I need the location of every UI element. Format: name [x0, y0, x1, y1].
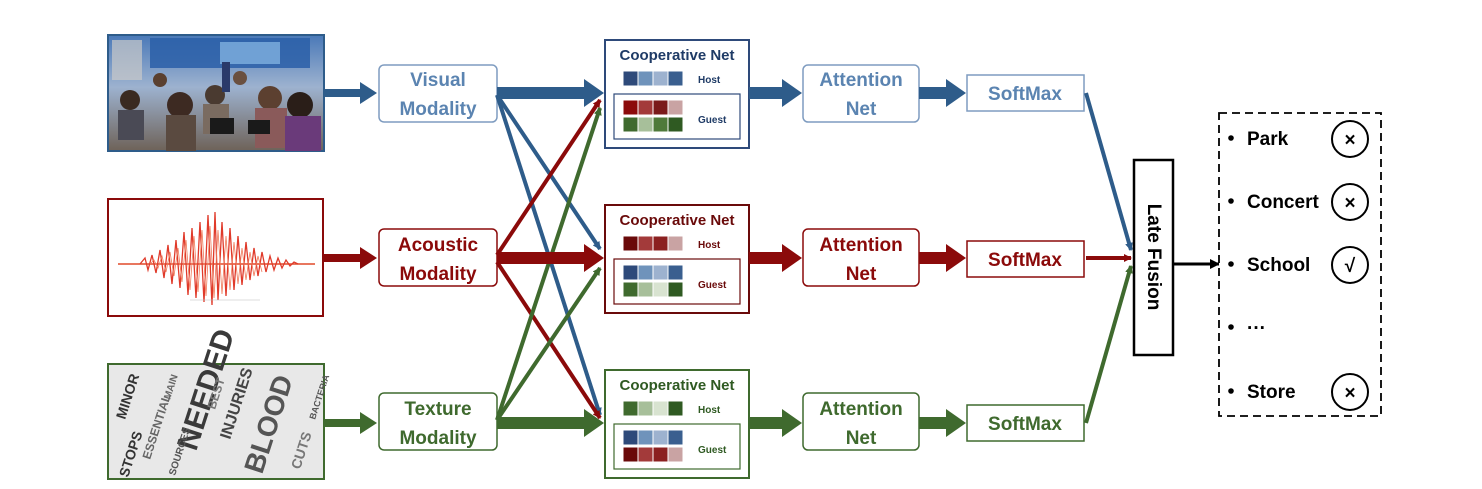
- modality-to-cooperative-arrows: [497, 79, 604, 437]
- guest-feature-strips: [622, 264, 684, 298]
- cross-mark-icon: ×: [1344, 383, 1355, 404]
- guest-label: Guest: [698, 280, 727, 291]
- output-label: Store: [1247, 382, 1296, 403]
- classroom-image: [107, 34, 325, 152]
- list-item: School √: [1228, 246, 1369, 284]
- host-label: Host: [698, 405, 721, 416]
- modality-label-line1: Visual: [410, 70, 466, 91]
- modality-label-line2: Modality: [399, 99, 476, 120]
- cooperative-title: Cooperative Net: [619, 212, 734, 229]
- attention-net-visual: Attention Net: [802, 64, 920, 123]
- guest-feature-strips: [622, 99, 684, 133]
- output-label: Park: [1247, 129, 1289, 150]
- cross-mark-icon: ×: [1344, 130, 1355, 151]
- attention-net-texture: Attention Net: [802, 392, 920, 451]
- cooperative-to-attention-arrows: [749, 79, 802, 437]
- softmax-label: SoftMax: [988, 84, 1062, 105]
- guest-label: Guest: [698, 115, 727, 126]
- attention-label-line2: Net: [846, 264, 877, 285]
- cross-mark-icon: ×: [1344, 193, 1355, 214]
- output-label: School: [1247, 255, 1310, 276]
- attention-net-acoustic: Attention Net: [802, 228, 920, 287]
- cooperative-title: Cooperative Net: [619, 47, 734, 64]
- attention-to-softmax-arrows: [919, 79, 966, 437]
- guest-label: Guest: [698, 445, 727, 456]
- softmax-acoustic: SoftMax: [966, 240, 1085, 278]
- cooperative-net-texture: Cooperative Net Host Guest: [604, 369, 750, 479]
- output-label: Concert: [1247, 192, 1319, 213]
- late-fusion-box: Late Fusion: [1132, 158, 1175, 357]
- attention-label-line1: Attention: [819, 70, 902, 91]
- late-fusion-label: Late Fusion: [1143, 204, 1164, 311]
- attention-label-line2: Net: [846, 99, 877, 120]
- output-label: ···: [1247, 318, 1266, 339]
- host-label: Host: [698, 240, 721, 251]
- cooperative-title: Cooperative Net: [619, 377, 734, 394]
- host-label: Host: [698, 75, 721, 86]
- modality-label-line2: Modality: [399, 428, 476, 449]
- cooperative-net-acoustic: Cooperative Net Host Guest: [604, 204, 750, 314]
- guest-feature-strips: [622, 429, 684, 463]
- list-item: Store ×: [1228, 373, 1369, 411]
- modality-box-acoustic: Acoustic Modality: [378, 228, 498, 287]
- softmax-to-fusion-arrows: [1084, 92, 1133, 424]
- host-feature-strip: [622, 70, 684, 87]
- modality-box-visual: Visual Modality: [378, 64, 498, 123]
- wordcloud-image: NEEDED BLOOD INJURIES STOPS ESSENTIAL MI…: [107, 325, 331, 480]
- list-item: ···: [1228, 318, 1266, 339]
- modality-box-texture: Texture Modality: [378, 392, 498, 451]
- cooperative-net-visual: Cooperative Net Host Guest: [604, 39, 750, 149]
- waveform-image: [107, 198, 324, 317]
- softmax-label: SoftMax: [988, 414, 1062, 435]
- modality-label-line2: Modality: [399, 264, 476, 285]
- image-to-modality-arrows: [324, 82, 377, 434]
- check-mark-icon: √: [1345, 256, 1356, 277]
- list-item: Park ×: [1228, 120, 1369, 158]
- attention-label-line1: Attention: [819, 399, 902, 420]
- list-item: Concert ×: [1228, 183, 1369, 221]
- softmax-label: SoftMax: [988, 250, 1062, 271]
- host-feature-strip: [622, 235, 684, 252]
- attention-label-line2: Net: [846, 428, 877, 449]
- attention-label-line1: Attention: [819, 235, 902, 256]
- modality-label-line1: Acoustic: [398, 235, 479, 256]
- modality-label-line1: Texture: [404, 399, 471, 420]
- host-feature-strip: [622, 400, 684, 417]
- output-list: Park × Concert × School √ ··· Store ×: [1218, 112, 1382, 417]
- softmax-visual: SoftMax: [966, 74, 1085, 112]
- softmax-texture: SoftMax: [966, 404, 1085, 442]
